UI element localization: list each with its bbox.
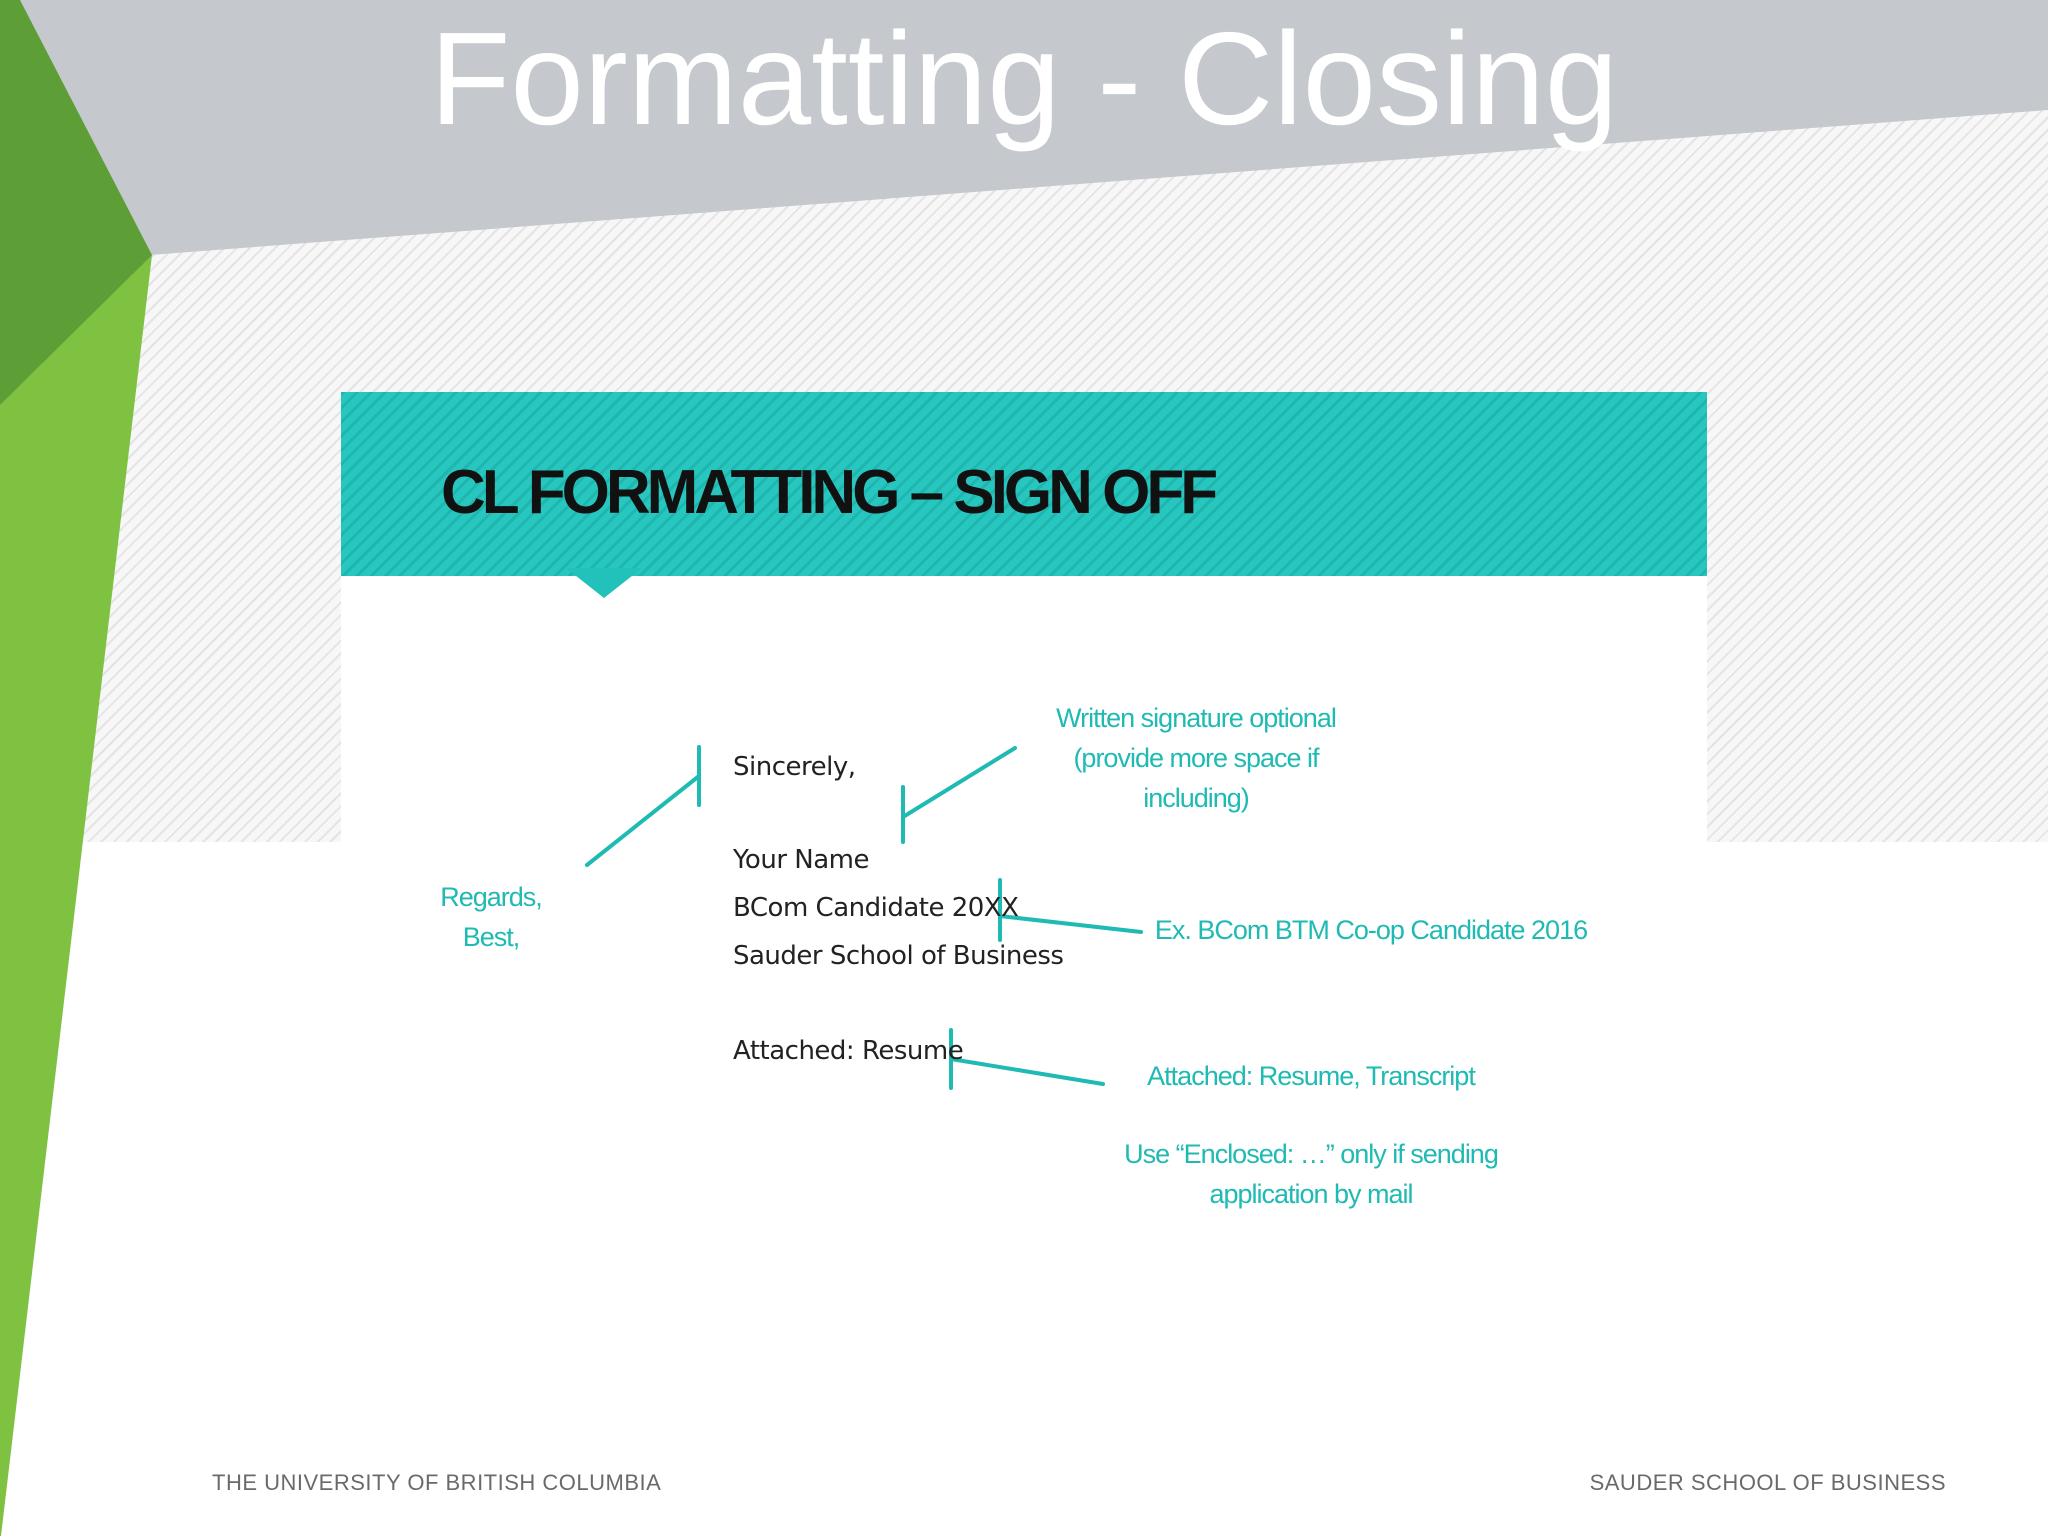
- enclosed-note: Use “Enclosed: …” only if sending applic…: [1101, 1134, 1521, 1214]
- signature-note: Written signature optional (provide more…: [1021, 698, 1371, 818]
- green-dark-shape: [0, 0, 152, 405]
- attachment-connector: [949, 1057, 1105, 1086]
- letter-attachment: Attached: Resume: [733, 1036, 964, 1066]
- footer-university: THE UNIVERSITY OF BRITISH COLUMBIA: [212, 1470, 662, 1495]
- footer-school: SAUDER SCHOOL OF BUSINESS: [1589, 1470, 1946, 1495]
- credential-example: Ex. BCom BTM Co-op Candidate 2016: [1154, 915, 1588, 945]
- letter-name: Your Name: [733, 845, 869, 875]
- signature-connector: [901, 746, 1017, 819]
- credential-connector: [998, 914, 1143, 934]
- connector-lines: [585, 745, 1143, 1090]
- letter-school: Sauder School of Business: [733, 941, 1064, 971]
- signature-note-line: Written signature optional: [1056, 703, 1337, 733]
- signature-note-line: (provide more space if: [1073, 743, 1319, 773]
- card-title: CL FORMATTING – SIGN OFF: [441, 458, 1218, 527]
- alt-closing-line: Best,: [462, 922, 521, 952]
- alt-closings-note: Regards, Best,: [401, 877, 581, 957]
- card-header: [341, 392, 1707, 576]
- attachment-example: Attached: Resume, Transcript: [1147, 1061, 1476, 1091]
- green-light-shape: [0, 255, 152, 1536]
- closing-connector: [585, 774, 701, 867]
- sign-off-card: CL FORMATTING – SIGN OFF Sincerely, Your…: [341, 392, 1707, 1442]
- letter-credential: BCom Candidate 20XX: [733, 893, 1019, 923]
- enclosed-note-line: Use “Enclosed: …” only if sending: [1124, 1139, 1499, 1169]
- title-banner: [0, 0, 2048, 255]
- slide-title: Formatting - Closing: [429, 5, 1619, 152]
- signature-note-line: including): [1143, 783, 1250, 813]
- card-header-notch: [566, 568, 642, 598]
- enclosed-note-line: application by mail: [1209, 1179, 1413, 1209]
- letter-closing: Sincerely,: [733, 752, 856, 782]
- alt-closing-line: Regards,: [440, 882, 543, 912]
